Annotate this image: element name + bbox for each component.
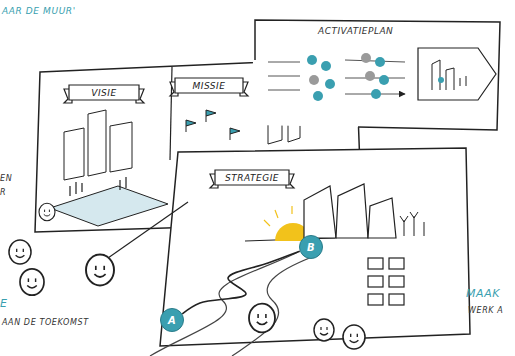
plan-goal-city	[432, 60, 466, 90]
banner: VISIE	[64, 84, 144, 104]
plan-dot	[309, 75, 319, 85]
plan-dot	[371, 89, 381, 99]
point-circle: A	[160, 308, 184, 332]
face	[9, 240, 31, 264]
road-edge	[232, 254, 320, 356]
building	[64, 128, 84, 180]
window-square	[368, 276, 383, 287]
banner: STRATEGIE	[210, 169, 294, 189]
ribbon-part	[215, 170, 289, 185]
caption-heading: E	[0, 297, 8, 310]
sun-rays	[264, 206, 292, 226]
banner: MISSIE	[170, 77, 248, 97]
board-divider	[170, 67, 172, 160]
plan-dot	[307, 55, 317, 65]
leader-line	[108, 202, 188, 258]
face	[39, 203, 55, 221]
banner-label: VISIE	[91, 88, 116, 98]
banner-label: MISSIE	[193, 81, 226, 91]
window-square	[368, 258, 383, 269]
building	[368, 198, 396, 238]
plan-dot	[325, 79, 335, 89]
plan-dot	[375, 57, 385, 67]
plan-dot	[361, 53, 371, 63]
caption-fragment: AAN DE TOEKOMST	[2, 318, 89, 327]
route-line	[182, 251, 299, 314]
building	[304, 186, 336, 238]
people	[70, 177, 126, 196]
plan-goal-chevron	[418, 48, 496, 100]
strategy-board	[160, 148, 470, 346]
building	[88, 110, 106, 176]
face	[86, 255, 114, 286]
caption-fragment: WERK A	[468, 306, 503, 315]
window-square	[389, 258, 404, 269]
building	[336, 184, 368, 238]
flags	[186, 110, 240, 140]
ribbon-part	[69, 85, 139, 100]
face	[20, 269, 44, 295]
caption-heading: MAAK	[466, 287, 500, 300]
face	[249, 304, 275, 333]
circle-fill	[300, 236, 323, 259]
board-title: ACTIVATIEPLAN	[318, 26, 393, 36]
window-square	[368, 294, 383, 305]
caption-fragment: EN	[0, 174, 12, 183]
plan-board-fill	[250, 20, 500, 130]
vision-platform	[50, 186, 168, 226]
board-outline	[255, 20, 500, 130]
caption-fragment: R	[0, 188, 6, 197]
circle-fill	[161, 309, 184, 332]
plan-board: ACTIVATIEPLAN	[250, 18, 500, 133]
face	[343, 325, 365, 349]
plan-arrows	[268, 60, 405, 94]
banner-label: STRATEGIE	[225, 173, 279, 183]
plan-dot	[379, 75, 389, 85]
caption-fragment: AAR DE MUUR'	[2, 6, 76, 16]
point-letter: A	[168, 315, 176, 326]
plan-dot	[438, 77, 444, 83]
plan-dot	[313, 91, 323, 101]
window-square	[389, 276, 404, 287]
point-letter: B	[307, 242, 315, 253]
ribbon-part	[175, 78, 243, 93]
point-circle: B	[299, 235, 323, 259]
plan-dot	[365, 71, 375, 81]
plan-dot	[321, 61, 331, 71]
face	[314, 319, 334, 341]
window-square	[389, 294, 404, 305]
building	[110, 122, 132, 172]
trees	[400, 212, 424, 236]
